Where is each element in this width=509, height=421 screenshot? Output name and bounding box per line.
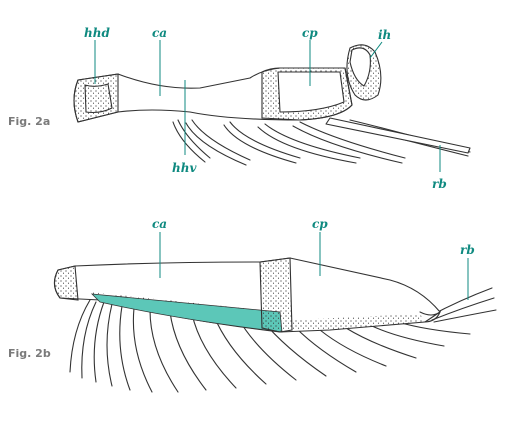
fig2a-cp-inner <box>277 71 345 113</box>
fig2a-interhyal-inner <box>349 47 371 87</box>
fig2b-ray-6 <box>132 307 153 393</box>
fig2b-ray-7 <box>149 309 179 393</box>
fig2a-rb-ray <box>325 117 471 154</box>
fig2a-ray-3 <box>229 121 301 159</box>
fig2a-ray-4 <box>264 123 361 159</box>
fig2b-ray-14 <box>319 329 387 367</box>
fig2b-ray-13 <box>295 327 357 373</box>
fig2b-ray-5 <box>119 305 131 391</box>
fig2b-ray-4 <box>106 303 113 387</box>
fig2a-label-hhd: hhd <box>84 26 110 40</box>
fig2b-ray-16 <box>371 325 445 347</box>
fig2a-ray-3b <box>223 124 297 164</box>
fig2b-posterior-stipple <box>292 314 425 330</box>
fig2b-label-ca: ca <box>152 217 167 231</box>
fig2b-ray-8 <box>169 311 207 391</box>
fig2b-ray-3 <box>93 301 105 383</box>
fig2b-ray-15 <box>345 327 417 359</box>
fig2b-branchiostegal-rays <box>69 287 497 393</box>
fig2a-ray-4b <box>257 126 357 164</box>
fig2a-ray-2 <box>191 119 251 161</box>
fig2b-ray-2 <box>81 301 97 379</box>
fig2b-ray-20 <box>433 309 497 323</box>
fig2b-ray-9 <box>191 313 237 389</box>
fig2a-hhd-cartilage <box>73 73 119 123</box>
fig2a-label-ih: ih <box>378 28 391 42</box>
figure-2a-caption: Fig. 2a <box>8 115 50 128</box>
fig2b-cp-cartilage <box>259 257 293 333</box>
fig2a-ray-2b <box>185 122 247 166</box>
fig2a-label-hhv: hhv <box>172 161 197 175</box>
fig2a-ray-5b <box>292 125 403 164</box>
fig2b-anterior-cartilage <box>53 265 79 301</box>
fig2a-label-cp: cp <box>302 26 318 40</box>
figure-2a: Fig. 2a <box>8 26 471 191</box>
fig2a-label-rb: rb <box>432 177 447 191</box>
fig2a-hhd-inner <box>84 83 113 114</box>
fig2b-label-cp: cp <box>312 217 328 231</box>
fig2b-label-rb: rb <box>460 243 475 257</box>
fig2a-leader-ih <box>369 41 383 59</box>
fig2b-posterior-tip <box>419 310 442 323</box>
fig2b-ray-1 <box>69 299 91 373</box>
fig2a-ray-1 <box>177 119 211 159</box>
fig2a-label-ca: ca <box>152 26 167 40</box>
figure-2b: Fig. 2b <box>8 217 497 393</box>
fig2b-ray-19 <box>431 297 495 321</box>
fig2a-ray-5 <box>299 121 406 159</box>
figure-2b-caption: Fig. 2b <box>8 347 51 360</box>
